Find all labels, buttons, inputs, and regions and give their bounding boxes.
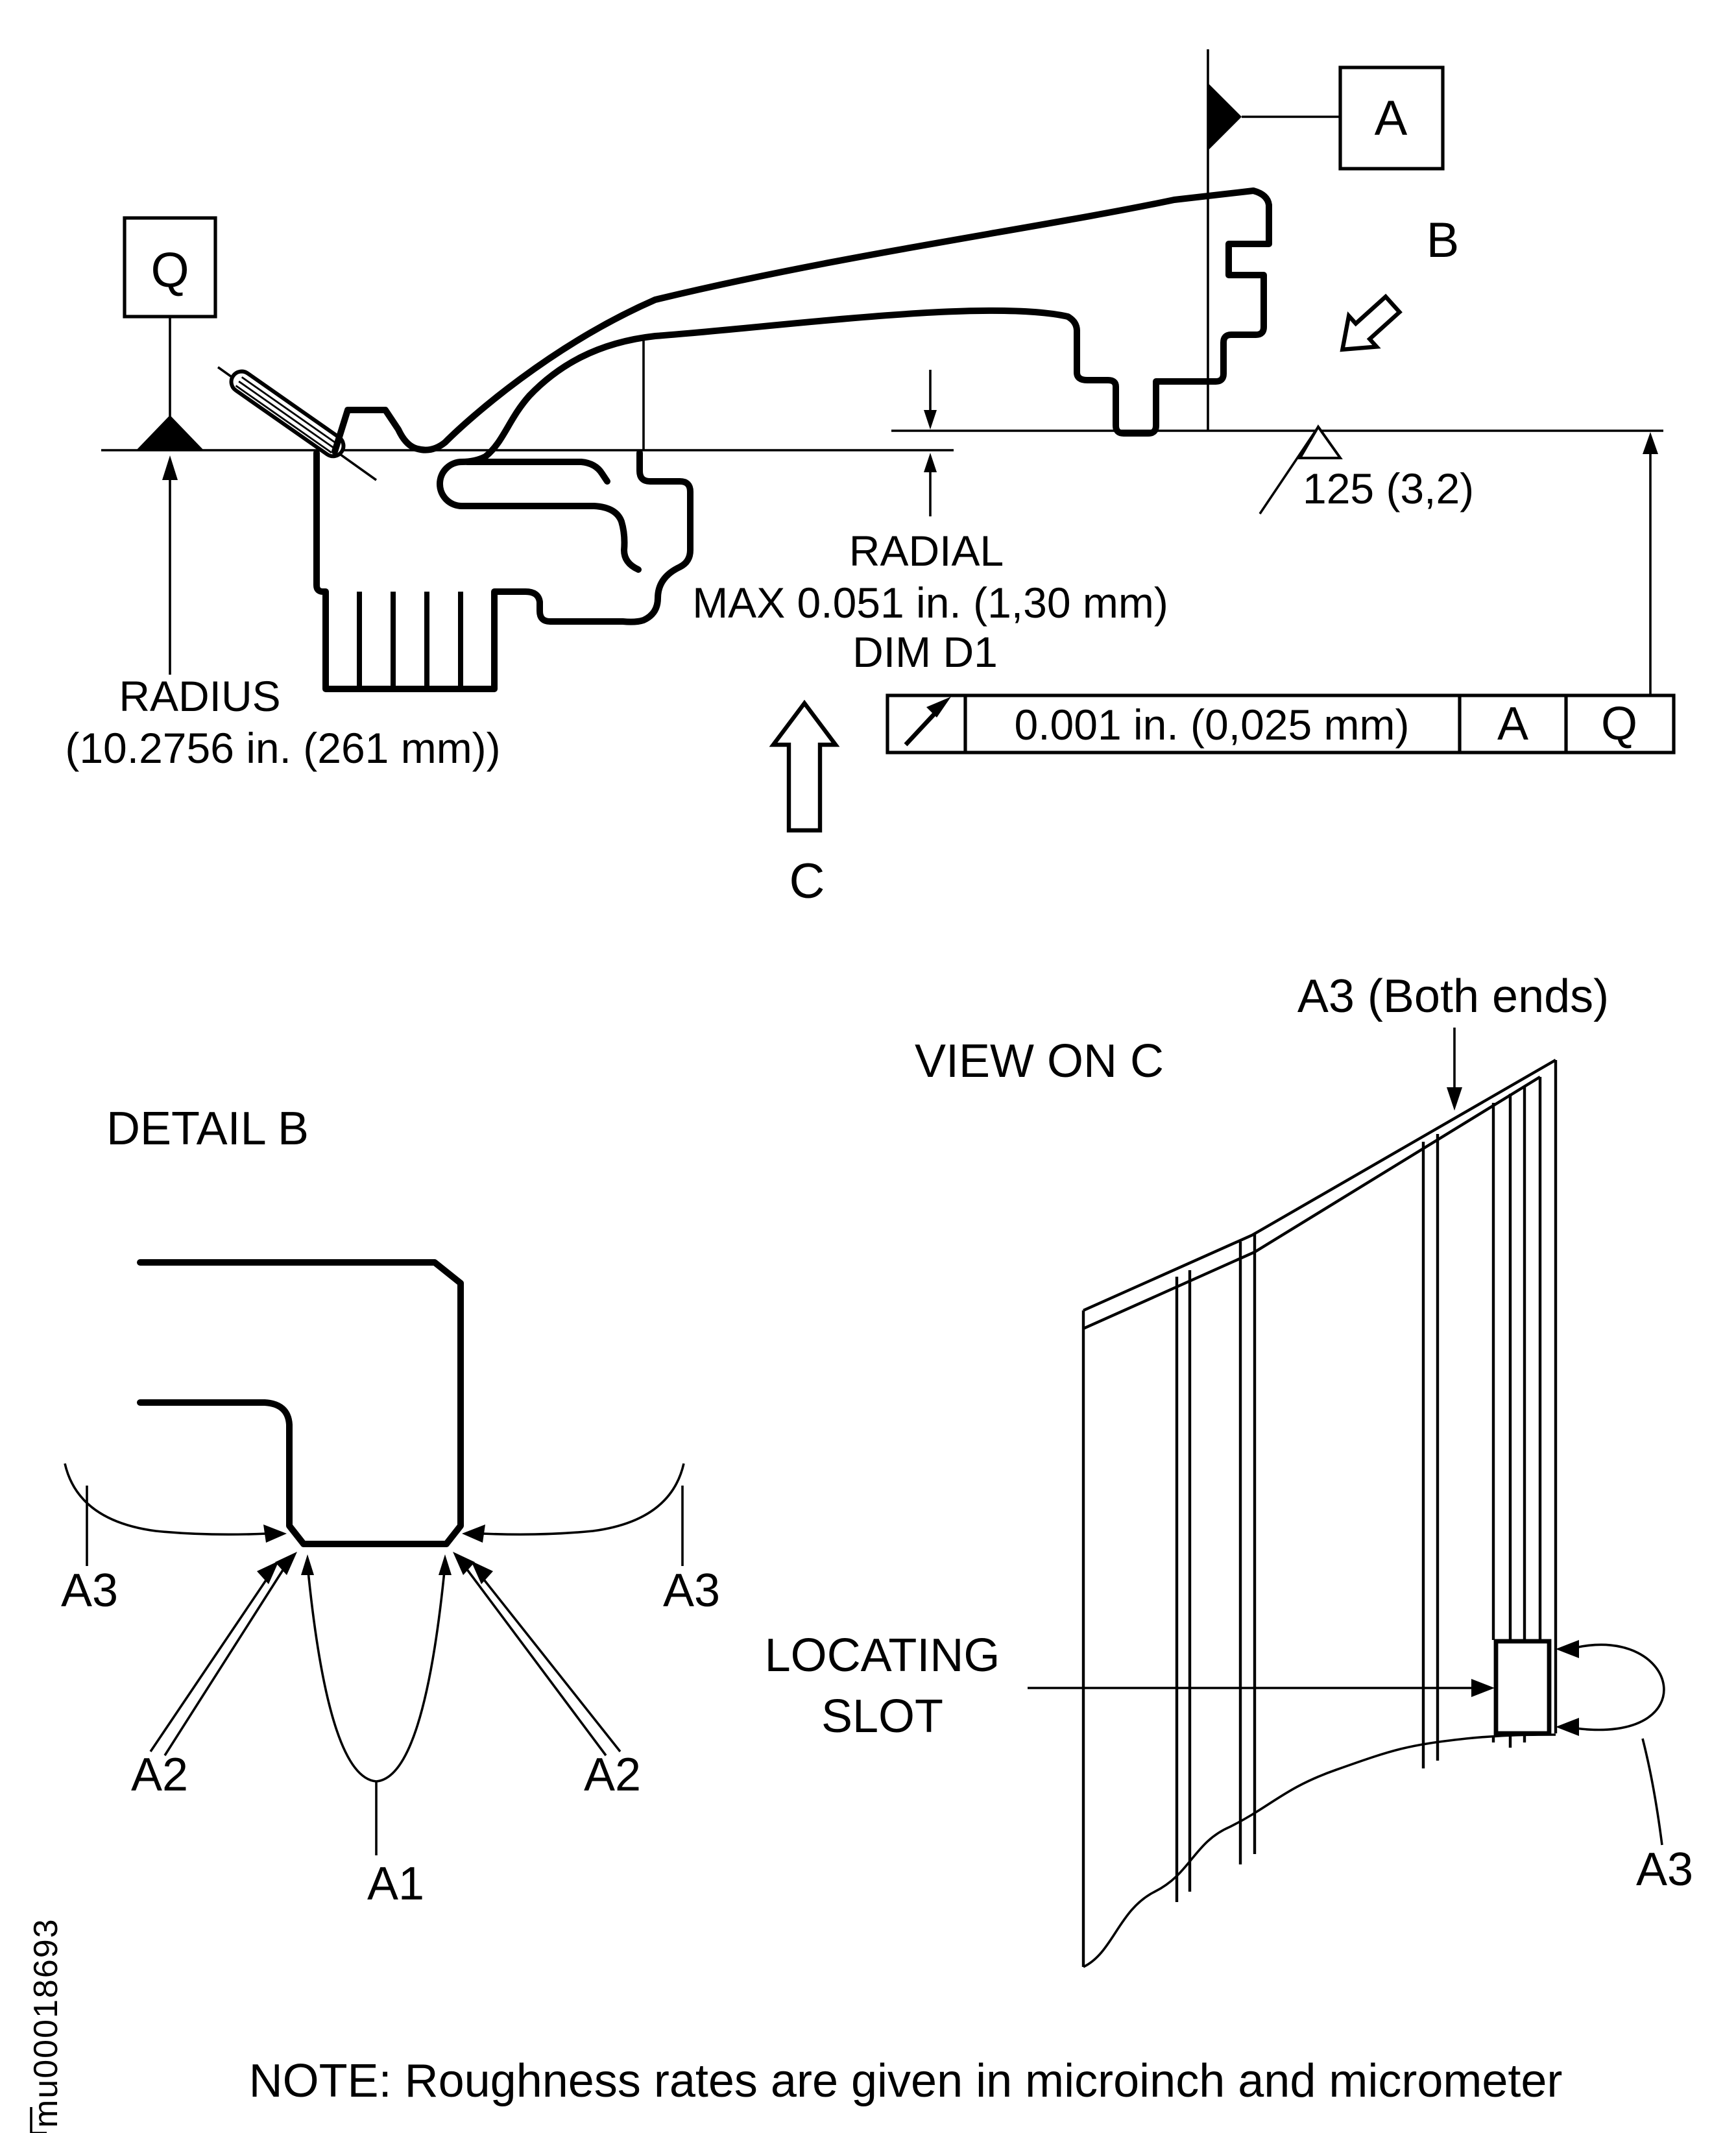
platform-top-outer-edge [1083,1059,1557,1312]
radial-label: RADIAL [849,527,1004,575]
datum-q-callout: Q [123,216,217,450]
a3-left-label: A3 [61,1565,118,1617]
view-c-label: C [790,854,825,909]
watermark-group: mu00018693 [27,1918,65,2133]
a3-both-ends-label: A3 (Both ends) [1297,970,1609,1022]
feature-control-frame: 0.001 in. (0,025 mm) A Q [886,432,1676,754]
gauge-hatch-line [238,380,335,450]
datum-a-label: A [1375,91,1408,146]
fcf-datum-secondary: Q [1601,698,1637,750]
root-slot-top-edge [464,459,610,485]
fcf-leader-arrowhead-icon [1643,432,1658,454]
view-b-arrow-icon [1340,293,1403,352]
a1-label: A1 [367,1858,424,1910]
detail-b-a2-left: A2 [131,1552,297,1801]
a2-right-leader [463,1565,607,1757]
detail-b-a3-right: A3 [462,1463,720,1617]
radial-max-value: MAX 0.051 in. (1,30 mm) [692,579,1168,627]
slot-a3-callout: A3 [1556,1640,1693,1896]
radial-dimension: RADIAL MAX 0.051 in. (1,30 mm) DIM D1 [692,370,1168,676]
a2-right-label: A2 [584,1749,641,1801]
gauge-bar-body [229,369,346,459]
datum-a-triangle-icon [1208,83,1242,151]
a3-right-arrowhead-icon [462,1524,485,1543]
a2-right-leader [480,1575,621,1753]
a3-loop-arrowhead-icon [1556,1718,1579,1736]
detail-b-a1: A1 [301,1554,452,1910]
a3-right-label: A3 [663,1565,720,1617]
surface-finish-icon [1297,424,1343,459]
circular-runout-icon [904,697,951,747]
root-outline [313,450,693,692]
gauge-hatch-line [235,385,332,453]
fcf-datum-primary: A [1497,698,1528,750]
watermark-id: mu00018693 [27,1918,65,2128]
surface-finish-callout: 125 (3,2) [1259,424,1474,515]
locating-slot-arrowhead-icon [1471,1679,1495,1697]
view-b-label: B [1427,213,1460,268]
detail-b-a2-right: A2 [453,1552,641,1801]
radius-label: RADIUS [119,672,280,720]
fcf-tolerance: 0.001 in. (0,025 mm) [1015,701,1410,749]
radial-dim-arrowhead-down-icon [924,410,937,429]
a2-right-arrowhead-icon [471,1561,493,1584]
fcf-frame [886,693,1676,754]
a3-right-arc [481,1463,685,1536]
datum-q-triangle-icon [136,415,204,450]
detail-b-view: DETAIL B A3 A3 A2 A2 [61,1103,720,1910]
locating-slot-callout: LOCATING SLOT [765,1630,1552,1742]
a3-left-arrowhead-icon [263,1524,287,1543]
break-line-wavy [1083,1733,1556,1968]
view-c-arrow-icon [769,699,840,833]
platform-top-inner-edge [1083,1076,1541,1331]
a3-bottom-stem [1641,1738,1663,1846]
blade-profile-outline [332,187,1272,573]
locating-slot-label-1: LOCATING [765,1630,1000,1681]
a1-parabola-leader [306,1564,446,1783]
a3-loop-leader [1574,1643,1665,1731]
radius-arrowhead-icon [162,455,178,480]
radius-dimension: RADIUS (10.2756 in. (261 mm)) [65,455,501,772]
radial-dim-arrowhead-up-icon [924,453,937,472]
datum-q-label: Q [151,243,189,298]
a3-both-ends-callout: A3 (Both ends) [1297,970,1609,1111]
a3-both-ends-arrowhead-icon [1447,1087,1462,1111]
datum-a-callout: A [1208,66,1445,171]
gauge-bar [217,366,378,481]
view-b-direction: B [1340,213,1460,352]
a3-left-arc [64,1463,268,1536]
a2-left-leader [149,1575,270,1753]
main-view: Q RADIUS (10.2756 in. (261 mm)) [65,49,1676,909]
a2-left-arrowhead-icon [275,1552,297,1575]
view-on-c: VIEW ON C A3 (Both ends) [765,970,1693,1968]
watermark-bracket-icon [30,2107,47,2133]
note-text: NOTE: Roughness rates are given in micro… [249,2055,1563,2107]
radial-dim-name: DIM D1 [852,628,998,676]
detail-b-title: DETAIL B [106,1103,309,1155]
a2-left-arrowhead-icon [257,1561,279,1584]
platform-outline [1081,1059,1558,1968]
locating-slot-rect [1493,1639,1552,1736]
locating-slot-label-2: SLOT [821,1691,943,1742]
a1-arrowhead-icon [301,1554,314,1575]
view-on-c-title: VIEW ON C [915,1035,1164,1087]
radius-value: (10.2756 in. (261 mm)) [65,724,500,772]
gauge-hatch-line [241,376,338,445]
surface-finish-value: 125 (3,2) [1303,464,1474,512]
a3-bottom-label: A3 [1636,1844,1693,1896]
view-c-direction: C [769,699,840,909]
detail-b-a3-left: A3 [61,1463,287,1617]
a1-arrowhead-icon [439,1554,452,1575]
datum-a-box [1338,66,1445,171]
a3-loop-arrowhead-icon [1556,1640,1579,1658]
a2-left-leader [163,1565,287,1756]
a2-left-label: A2 [131,1749,188,1801]
detail-b-profile [137,1259,464,1547]
a2-right-arrowhead-icon [453,1552,475,1575]
